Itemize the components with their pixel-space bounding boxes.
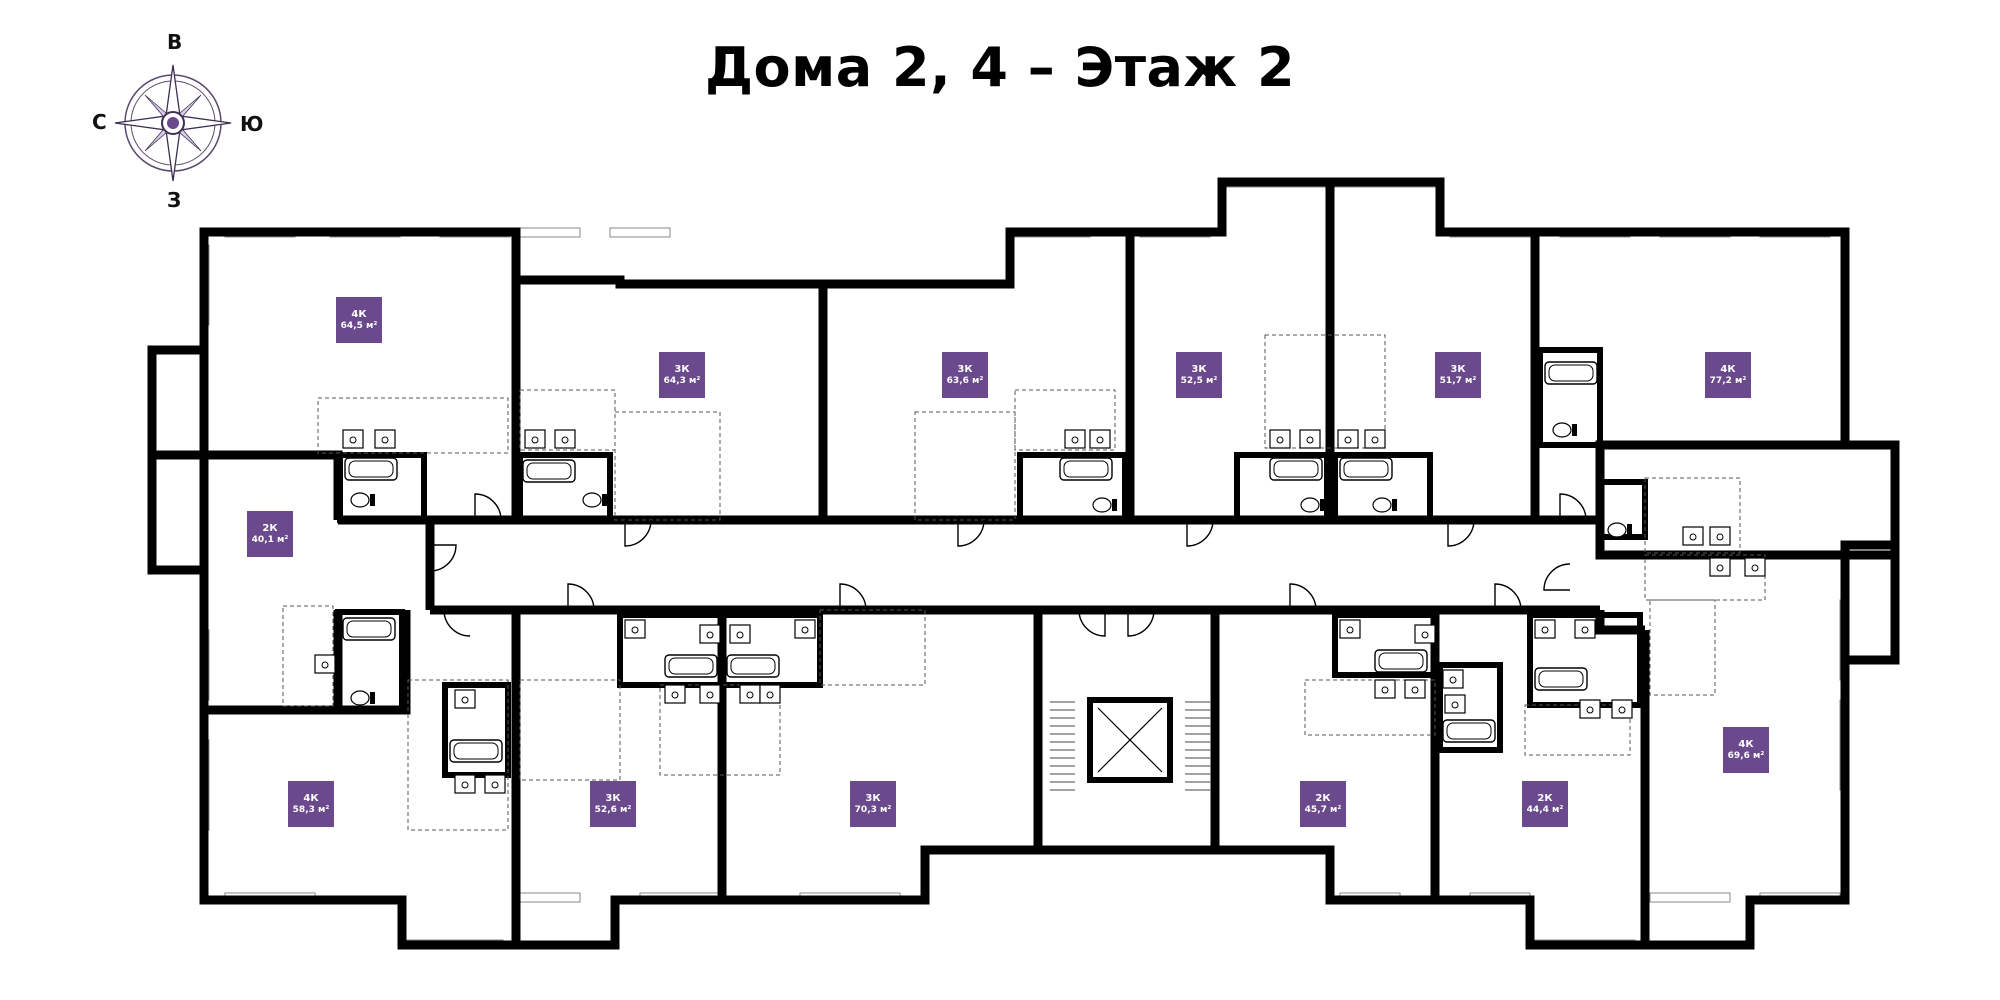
apartment-rooms: 2К — [1315, 792, 1331, 804]
apartment-badge-2k-44-4[interactable]: 2К 44,4 м² — [1522, 781, 1568, 827]
apartment-rooms: 4К — [351, 308, 367, 320]
apartment-rooms: 3К — [674, 363, 690, 375]
apartment-area: 52,6 м² — [594, 804, 632, 815]
apartment-badge-4k-58-3[interactable]: 4К 58,3 м² — [288, 781, 334, 827]
compass-north-label: В — [167, 30, 183, 54]
compass-icon — [114, 64, 232, 182]
apartment-area: 70,3 м² — [854, 804, 892, 815]
apartment-rooms: 3К — [1191, 363, 1207, 375]
stairwell — [1050, 697, 1210, 791]
apartment-area: 44,4 м² — [1526, 804, 1564, 815]
apartment-area: 40,1 м² — [251, 534, 289, 545]
apartment-rooms: 4К — [303, 792, 319, 804]
apartment-badge-4k-64-5[interactable]: 4К 64,5 м² — [336, 297, 382, 343]
apartment-rooms: 2К — [262, 522, 278, 534]
apartment-rooms: 3К — [605, 792, 621, 804]
page-title: Дома 2, 4 – Этаж 2 — [704, 36, 1296, 99]
compass-east-label: Ю — [240, 112, 264, 136]
apartment-area: 77,2 м² — [1709, 375, 1747, 386]
apartment-badge-3k-64-3[interactable]: 3К 64,3 м² — [659, 352, 705, 398]
compass-west-label: С — [92, 110, 107, 134]
apartment-area: 45,7 м² — [1304, 804, 1342, 815]
apartment-area: 69,6 м² — [1727, 750, 1765, 761]
apartment-area: 63,6 м² — [946, 375, 984, 386]
compass-south-label: З — [167, 188, 182, 212]
apartment-rooms: 3К — [1450, 363, 1466, 375]
apartment-area: 51,7 м² — [1439, 375, 1477, 386]
apartment-badge-2k-40-1[interactable]: 2К 40,1 м² — [247, 511, 293, 557]
apartment-rooms: 2К — [1537, 792, 1553, 804]
apartment-badge-3k-52-5[interactable]: 3К 52,5 м² — [1176, 352, 1222, 398]
apartment-badge-3k-52-6[interactable]: 3К 52,6 м² — [590, 781, 636, 827]
apartment-area: 64,3 м² — [663, 375, 701, 386]
apartment-area: 58,3 м² — [292, 804, 330, 815]
apartment-badge-2k-45-7[interactable]: 2К 45,7 м² — [1300, 781, 1346, 827]
apartment-badge-3k-63-6[interactable]: 3К 63,6 м² — [942, 352, 988, 398]
apartment-rooms: 4К — [1720, 363, 1736, 375]
walls — [147, 177, 1900, 950]
apartment-area: 64,5 м² — [340, 320, 378, 331]
apartment-rooms: 4К — [1738, 738, 1754, 750]
apartment-rooms: 3К — [865, 792, 881, 804]
apartment-badge-3k-51-7[interactable]: 3К 51,7 м² — [1435, 352, 1481, 398]
apartment-badge-3k-70-3[interactable]: 3К 70,3 м² — [850, 781, 896, 827]
apartment-badge-4k-77-2[interactable]: 4К 77,2 м² — [1705, 352, 1751, 398]
apartment-badge-4k-69-6[interactable]: 4К 69,6 м² — [1723, 727, 1769, 773]
apartment-rooms: 3К — [957, 363, 973, 375]
apartment-area: 52,5 м² — [1180, 375, 1218, 386]
bathrooms — [335, 347, 1648, 778]
